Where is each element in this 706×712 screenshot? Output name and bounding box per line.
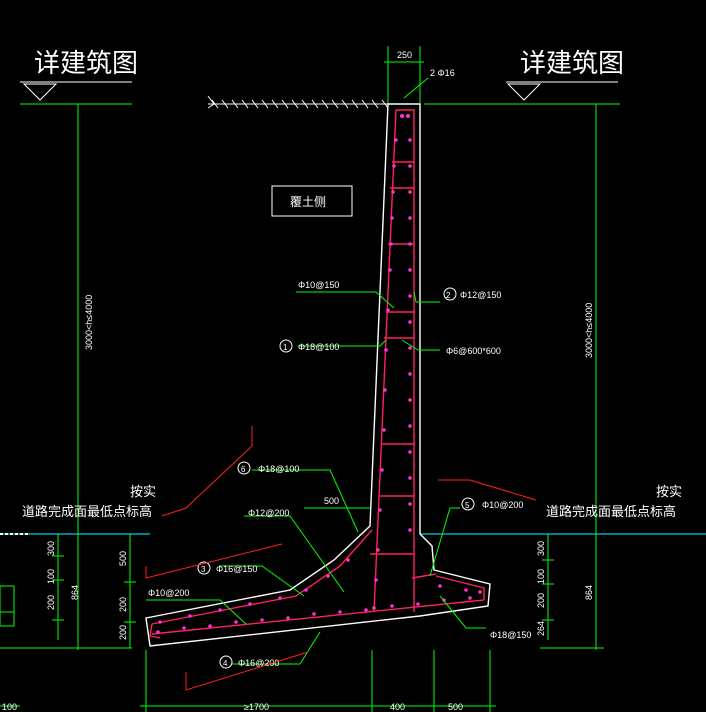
- label-r4: Φ16@200: [238, 658, 279, 668]
- dim-right-100: 100: [536, 569, 546, 584]
- marker-6-text: 6: [241, 465, 246, 474]
- title-left: 详建筑图: [34, 49, 138, 79]
- dim-left-300: 300: [46, 541, 56, 556]
- left-dimension-chain: [0, 103, 136, 650]
- dim-height-left: 3000<h≤4000: [84, 295, 94, 350]
- label-r18-150: Φ18@150: [490, 630, 531, 640]
- dim-mid-500: 500: [324, 496, 339, 506]
- rebar-leaders: [146, 291, 486, 665]
- dim-left-200c: 200: [118, 625, 128, 640]
- dim-left-864: 864: [70, 585, 80, 600]
- left-edge-detail: [0, 585, 15, 627]
- title-right: 详建筑图: [520, 49, 624, 79]
- dim-top-250: 250: [397, 50, 412, 60]
- rebar-dots: [156, 114, 482, 634]
- elevation-marker-left: [22, 83, 58, 101]
- dim-right-300: 300: [536, 541, 546, 556]
- marker-4-text: 4: [223, 659, 228, 668]
- marker-6: [237, 461, 251, 475]
- top-width-dimension: [384, 46, 424, 104]
- elevation-marker-right: [506, 83, 542, 101]
- label-r5: Φ10@200: [482, 500, 523, 510]
- dim-left-200a: 200: [46, 595, 56, 610]
- label-r12-200: Φ12@200: [248, 508, 289, 518]
- ground-hatch-top: [207, 95, 389, 109]
- note-right-line1: 按实: [656, 485, 682, 500]
- label-r10-200-left: Φ10@200: [148, 588, 189, 598]
- soil-side-label: 覆土侧: [290, 195, 326, 209]
- leader-top-bars: [403, 77, 429, 99]
- dim-left-500: 500: [118, 551, 128, 566]
- dim-right-864: 864: [584, 585, 594, 600]
- dim-left-100: 100: [46, 569, 56, 584]
- dim-right-200: 200: [536, 593, 546, 608]
- dim-bottom-500: 500: [448, 702, 463, 712]
- right-dimension-chain: [424, 103, 620, 650]
- bottom-dimension-chain: [0, 650, 496, 712]
- label-top-bars: 2 Φ16: [430, 68, 455, 78]
- marker-1: [279, 339, 293, 353]
- label-r10-150: Φ10@150: [298, 280, 339, 290]
- dim-bottom-400: 400: [390, 702, 405, 712]
- marker-5: [461, 497, 475, 511]
- marker-3-text: 3: [201, 565, 206, 574]
- label-r6-600: Φ6@600*600: [446, 346, 501, 356]
- note-right-line2: 道路完成面最低点标高: [546, 504, 676, 520]
- marker-2: [443, 287, 457, 301]
- pressure-arrows: [145, 426, 537, 691]
- label-r1: Φ18@100: [298, 342, 339, 352]
- dim-height-right: 3000<h≤4000: [584, 303, 594, 358]
- dim-left-200b: 200: [118, 597, 128, 612]
- marker-1-text: 1: [283, 343, 288, 352]
- note-left-line1: 按实: [130, 485, 156, 500]
- wall-outline: [145, 103, 491, 647]
- label-r3: Φ16@150: [216, 564, 257, 574]
- note-left-line2: 道路完成面最低点标高: [22, 504, 152, 520]
- marker-3: [197, 561, 211, 575]
- dim-bottom-1700: ≥1700: [244, 702, 269, 712]
- soil-side-box: [271, 185, 353, 217]
- marker-4: [219, 655, 233, 669]
- marker-2-text: 2: [446, 291, 451, 300]
- label-r2: Φ12@150: [460, 290, 501, 300]
- rebar-cage: [149, 109, 485, 639]
- dim-right-264: 264: [536, 621, 546, 636]
- marker-5-text: 5: [465, 501, 470, 510]
- dim-bottom-100: 100: [2, 702, 17, 712]
- label-r6: Φ18@100: [258, 464, 299, 474]
